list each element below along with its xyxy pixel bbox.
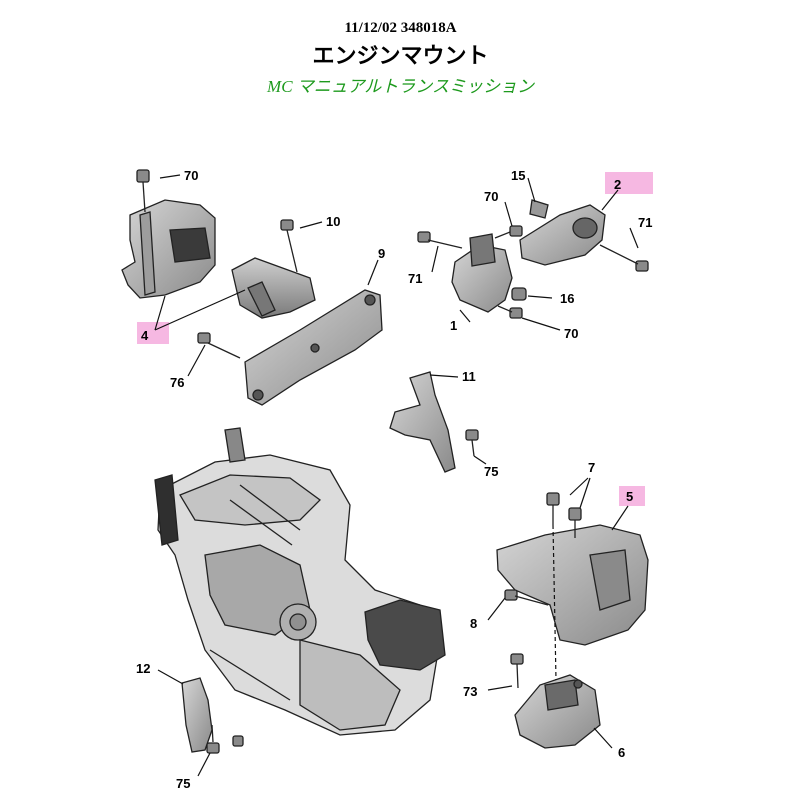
alignment-line	[552, 524, 557, 681]
bolt-8	[504, 589, 549, 606]
insert-part	[231, 257, 316, 319]
subtitle-prefix: MC	[267, 77, 293, 96]
callout-5: 5	[626, 489, 633, 504]
leader-7b	[579, 477, 591, 509]
callout-75b: 75	[176, 776, 190, 791]
callout-76: 76	[170, 375, 184, 390]
leader-6	[593, 727, 613, 749]
callout-15: 15	[511, 168, 525, 183]
mount-part-1	[451, 233, 513, 313]
leader-76	[187, 344, 206, 377]
callout-4: 4	[141, 328, 149, 343]
leader-15	[527, 177, 536, 203]
bolt-10	[280, 219, 298, 273]
callout-71a: 71	[408, 271, 422, 286]
document-id: 11/12/02 348018A	[344, 20, 457, 36]
bolt-70-upper-left	[136, 169, 150, 213]
leader-7a	[569, 477, 589, 496]
leader-73	[487, 685, 513, 691]
leader-75b	[197, 752, 211, 777]
page-title: エンジンマウント	[312, 44, 489, 69]
callout-6: 6	[618, 745, 625, 760]
bolt-73	[510, 653, 524, 689]
callout-70b: 70	[484, 189, 498, 204]
leader-10	[299, 221, 323, 229]
bolt-70-upper-right	[494, 225, 523, 239]
leader-9	[367, 259, 379, 286]
leader-2	[601, 189, 619, 211]
bracket-part-9	[244, 289, 383, 406]
leader-70b	[504, 201, 513, 227]
bolt-70-lower-right	[497, 305, 523, 319]
nut-16	[511, 287, 527, 301]
bolt-71-left	[417, 231, 463, 249]
bracket-part-12	[181, 677, 213, 753]
callout-1: 1	[450, 318, 457, 333]
callout-71b: 71	[638, 215, 652, 230]
leader-5	[611, 505, 629, 531]
leader-70c	[521, 317, 561, 331]
leader-12	[157, 669, 184, 685]
callout-73: 73	[463, 684, 477, 699]
leader-11	[429, 374, 459, 378]
leader-71a	[431, 245, 439, 273]
leader-75a	[473, 455, 487, 465]
bolts-7	[546, 492, 582, 538]
callout-16: 16	[560, 291, 574, 306]
callout-11: 11	[462, 369, 476, 384]
page-subtitle: MC マニュアルトランスミッション	[0, 72, 801, 97]
bracket-part-5	[496, 524, 649, 646]
bolt-75-lower	[206, 724, 244, 754]
callout-12: 12	[136, 661, 150, 676]
callout-10: 10	[326, 214, 340, 229]
callout-8: 8	[470, 616, 477, 631]
callout-70a: 70	[184, 168, 198, 183]
highlight-5	[619, 486, 645, 506]
bolt-75-middle	[465, 429, 479, 457]
bolt-76	[197, 332, 241, 359]
subtitle-text: マニュアルトランスミッション	[296, 77, 534, 96]
callout-9: 9	[378, 246, 385, 261]
mount-part-4	[121, 199, 216, 299]
leader-16	[527, 295, 553, 299]
callout-75a: 75	[484, 464, 498, 479]
callout-7: 7	[588, 460, 595, 475]
bracket-part-11	[389, 371, 456, 473]
callout-2: 2	[614, 177, 621, 192]
leader-1	[459, 309, 471, 323]
leader-8	[487, 597, 506, 621]
mount-part-2	[519, 204, 606, 266]
leader-71b	[629, 227, 639, 249]
leader-4a	[154, 289, 246, 331]
mount-part-6	[514, 674, 601, 749]
clip-15	[529, 199, 549, 219]
leader-70a	[159, 174, 181, 179]
highlight-2	[605, 172, 653, 194]
leader-4b	[154, 295, 166, 331]
engine-assembly	[154, 427, 446, 736]
callout-70c: 70	[564, 326, 578, 341]
bolt-71-right	[599, 244, 649, 272]
